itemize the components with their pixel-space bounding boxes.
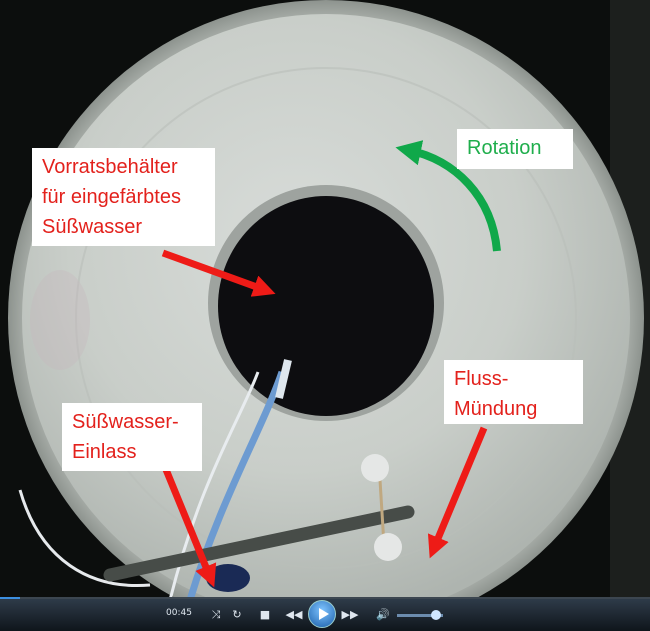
seek-bar[interactable] [0,597,650,600]
label-reservoir-line-1: Vorratsbehälter [42,156,178,178]
arrow-to-river-mouth [427,426,488,559]
previous-icon[interactable]: ◀◀ [285,608,303,621]
play-icon[interactable] [308,600,336,628]
label-inlet: Süßwasser- Einlass [62,403,202,471]
seek-progress [0,597,20,600]
arrow-to-inlet [154,448,217,588]
label-inlet-line-2: Einlass [72,441,137,463]
volume-slider[interactable] [397,610,443,620]
next-icon[interactable]: ▶▶ [341,608,359,621]
reservoir-opening [218,196,434,416]
shuffle-icon[interactable]: ⤨ [211,608,221,621]
label-river-mouth-line-1: Fluss- [454,368,509,390]
volume-knob[interactable] [431,610,442,620]
media-player-controls: 00:45 ⤨ ↻ ■ ◀◀ ▶▶ 🔊 [0,599,650,631]
label-river-mouth-line-2: Mündung [454,398,538,420]
stop-icon[interactable]: ■ [259,608,271,621]
label-rotation-text: Rotation [467,137,542,159]
label-river-mouth: Fluss- Mündung [444,360,583,424]
label-reservoir-line-2: für eingefärbtes [42,186,181,208]
label-rotation: Rotation [457,129,573,169]
outlet-bar [103,505,415,582]
label-reservoir: Vorratsbehälter für eingefärbtes Süßwass… [32,148,215,246]
rotation-arrow [395,140,501,252]
repeat-icon[interactable]: ↻ [232,608,242,621]
volume-icon[interactable]: 🔊 [376,608,390,621]
elapsed-time: 00:45 [166,608,192,618]
label-inlet-line-1: Süßwasser- [72,411,179,433]
label-reservoir-line-3: Süßwasser [42,216,143,238]
arrow-to-reservoir [161,249,276,297]
